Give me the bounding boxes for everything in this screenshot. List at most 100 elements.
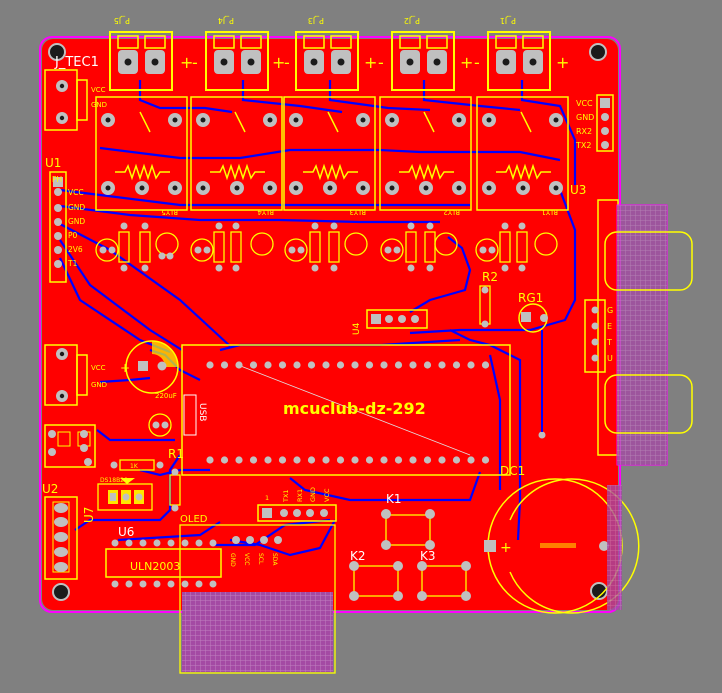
k2-label: K2 <box>350 549 366 563</box>
svg-text:+: + <box>120 361 130 375</box>
terminal-blocks: + P_J5 - + P_J4 - + P_J3 <box>109 16 569 91</box>
reg-label: DS18B20 <box>100 477 128 484</box>
terminal-block-3: - + P_J3 <box>284 16 377 91</box>
copper-pour <box>42 39 618 610</box>
pin-label: P0 <box>68 231 78 240</box>
left-lower-header <box>44 424 96 468</box>
pin-label: GND <box>91 101 107 109</box>
cap-label: 220uF <box>155 392 177 400</box>
driver-group-5 <box>475 222 558 272</box>
pin-label: TX1 <box>282 489 290 503</box>
pin-label: VCC <box>323 488 331 502</box>
pin-label: E <box>607 322 612 331</box>
r2-label: R2 <box>482 270 498 284</box>
driver-group-2 <box>190 222 274 272</box>
pin-label: PH <box>52 175 62 184</box>
r1-label: R1 <box>168 447 184 461</box>
mcu-pins-bottom <box>206 456 490 464</box>
mcu-pin <box>452 361 461 369</box>
mcu-pin <box>351 456 359 464</box>
driver-group-3 <box>284 222 368 272</box>
u7-label: U7 <box>82 507 96 523</box>
mcu-pin <box>351 361 359 369</box>
ratsnest-line <box>237 364 471 456</box>
electrolytic-capacitor: + 220uF <box>120 340 179 400</box>
k3-label: K3 <box>420 549 436 563</box>
pin-label: VCC <box>91 86 106 94</box>
r1-resistor: R1 1K <box>110 447 184 512</box>
svg-text:-: - <box>192 53 198 72</box>
rg1-label: RG1 <box>518 291 543 305</box>
j-tec1-label: J_TEC1 <box>54 55 99 70</box>
mcu-pin <box>322 456 330 464</box>
terminal-block-5: - + P_J1 <box>474 16 569 91</box>
pin-label: GND <box>68 203 85 212</box>
mcu-pin <box>249 456 258 464</box>
mcu-pin <box>452 456 461 464</box>
mcu-pin <box>438 361 446 369</box>
mcu-pin <box>365 456 374 464</box>
mcu-pin <box>481 361 490 369</box>
u6-driver-chip: U6 ULN2003 <box>105 525 222 588</box>
button-k1: K1 <box>381 492 435 550</box>
mcu-pin <box>423 456 432 464</box>
pin-label: VCC <box>91 364 106 372</box>
mcu-pin <box>467 456 475 464</box>
mcu-pin <box>336 361 345 369</box>
mcu-label: mcuclub-dz-292 <box>283 399 426 418</box>
mcu-module: mcuclub-dz-292 USB DC1 <box>181 344 525 478</box>
pin-label: T <box>606 338 612 347</box>
u7-regulator: DS18B20 U7 <box>82 477 153 523</box>
relay-2 <box>190 96 283 211</box>
button-k2: K2 <box>349 549 403 601</box>
r2-resistor: R2 <box>479 270 498 328</box>
svg-text:+: + <box>180 53 193 72</box>
u2-connector: U2 <box>42 482 78 580</box>
pin-label: T1 <box>67 259 78 268</box>
mcu-pin <box>264 456 272 464</box>
u3-label: U3 <box>570 183 586 197</box>
mcu-pin <box>380 456 388 464</box>
pin-label: TX2 <box>575 141 591 150</box>
usb-label: USB <box>197 403 207 421</box>
mcu-pin <box>467 361 475 369</box>
pin-label: RX2 <box>576 127 592 136</box>
mcu-pin <box>235 456 243 464</box>
pin-label: GND <box>309 487 317 502</box>
mcu-pin <box>278 456 287 464</box>
serial-header: 1 TX1 RX1 GND VCC <box>257 487 337 522</box>
svg-text:+: + <box>500 540 512 556</box>
pin-label: 2V6 <box>68 245 83 254</box>
pin-label: VCC <box>243 553 250 565</box>
oled-label: OLED <box>180 514 208 525</box>
terminal-block-2: - + P_J4 <box>192 16 285 91</box>
pin-label: 1 <box>265 494 269 502</box>
pin-label: GND <box>229 553 236 567</box>
relay-label: RLY4 <box>257 208 274 216</box>
buzzer: + <box>484 478 640 614</box>
u3-module: U3 G E T U <box>570 183 693 466</box>
relays <box>95 96 569 211</box>
terminal-label: P_J5 <box>114 16 130 25</box>
mcu-pin <box>249 361 258 369</box>
mcu-pin <box>293 456 301 464</box>
svg-text:+: + <box>460 53 473 72</box>
resistor-value: 1K <box>130 463 139 470</box>
mcu-pin <box>307 456 316 464</box>
mcu-pin <box>264 361 272 369</box>
svg-text:-: - <box>284 53 290 72</box>
mcu-pin <box>365 361 374 369</box>
u6-label: U6 <box>118 525 134 539</box>
dc1-label: DC1 <box>500 464 525 478</box>
relay-label: RLY3 <box>349 208 366 216</box>
mcu-pin <box>409 361 417 369</box>
mcu-pin <box>322 361 330 369</box>
u1-header: U1 PH VCC GND GND P0 2V6 T1 <box>45 156 85 283</box>
mcu-pins-top <box>206 361 490 369</box>
pin-label: GND <box>576 113 594 122</box>
k1-label: K1 <box>386 492 402 506</box>
terminal-label: P_J1 <box>500 16 516 25</box>
svg-text:+: + <box>272 53 285 72</box>
pin-label: U <box>607 354 613 363</box>
